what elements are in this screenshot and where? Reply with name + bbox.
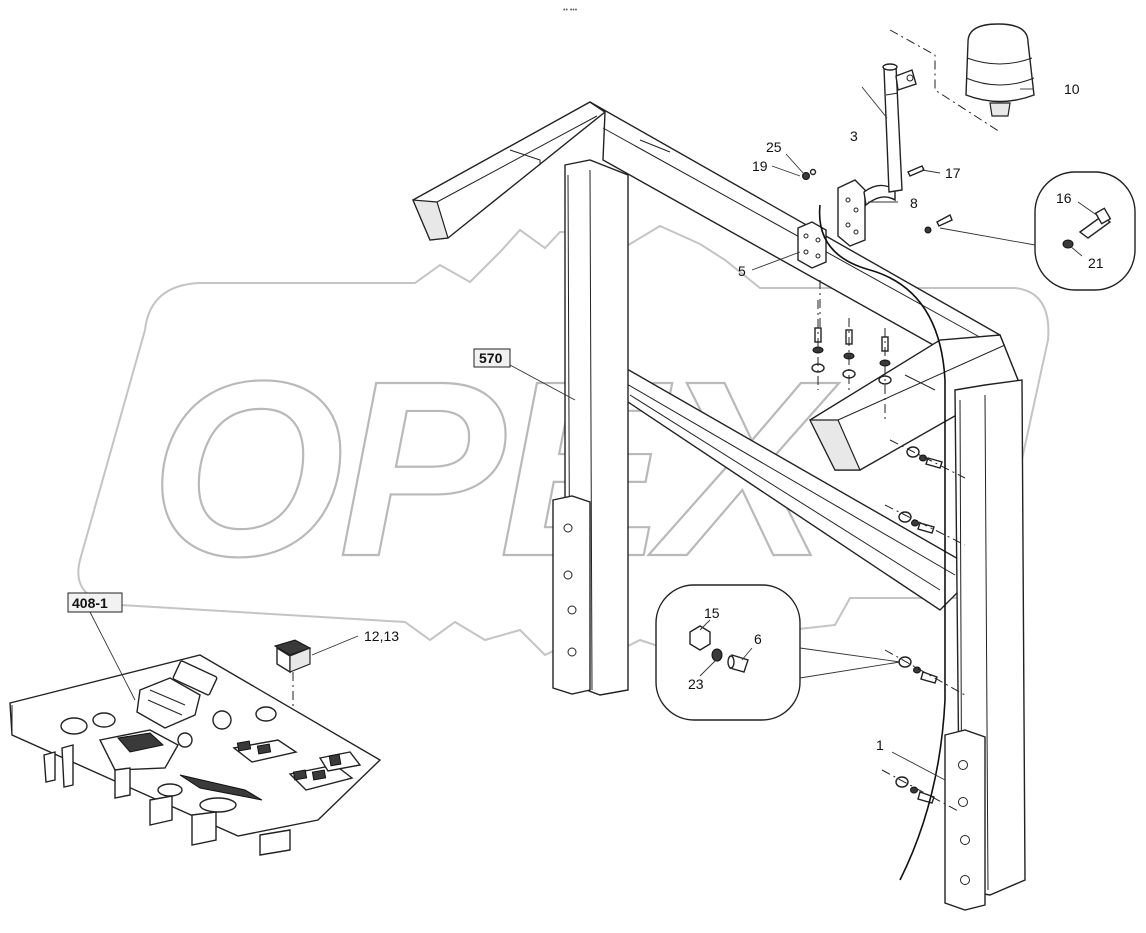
beacon-cable	[818, 204, 946, 881]
leader-lines	[89, 86, 1099, 781]
label-17: 17	[945, 165, 961, 181]
alignment-line-beacon	[889, 29, 1001, 133]
frame-left-post-bracket	[552, 495, 591, 695]
fasteners-right-post	[881, 439, 966, 813]
detail-bubble-bolt	[939, 171, 1136, 291]
label-5: 5	[738, 263, 746, 279]
fasteners-bracket	[802, 165, 953, 234]
label-21: 21	[1088, 255, 1104, 271]
pole-bracket-8	[837, 179, 896, 247]
beacon-lamp-10	[965, 23, 1035, 117]
label-25: 25	[766, 139, 782, 155]
label-10: 10	[1064, 81, 1080, 97]
frame-top-left-beam-face	[412, 199, 449, 241]
label-12-13: 12,13	[364, 628, 399, 644]
beacon-pole-3	[882, 63, 917, 193]
label-8: 8	[910, 195, 918, 211]
control-panel-408-1	[9, 654, 382, 856]
label-23: 23	[688, 676, 704, 692]
label-3: 3	[850, 128, 858, 144]
label-570: 570	[479, 350, 503, 366]
rocker-switch-12-13	[273, 639, 312, 740]
boxed-labels: 570 408-1	[67, 348, 511, 613]
label-19: 19	[752, 158, 768, 174]
header-mark: •• •••	[563, 7, 578, 14]
box-570	[473, 348, 511, 368]
studs-nuts-top	[811, 300, 892, 420]
label-6: 6	[754, 631, 762, 647]
label-15: 15	[704, 605, 720, 621]
callout-labels: 1 3 5 6 8 10 12,13 15 16 17 19 21 23 25	[364, 81, 1104, 753]
box-408-1	[67, 592, 123, 613]
frame-assembly	[412, 101, 1026, 911]
label-16: 16	[1056, 190, 1072, 206]
mount-plate-5	[797, 221, 827, 269]
label-1: 1	[876, 737, 884, 753]
frame-right-post-bracket	[944, 729, 986, 911]
label-408-1: 408-1	[72, 595, 108, 611]
detail-bubble-nut	[655, 584, 901, 721]
